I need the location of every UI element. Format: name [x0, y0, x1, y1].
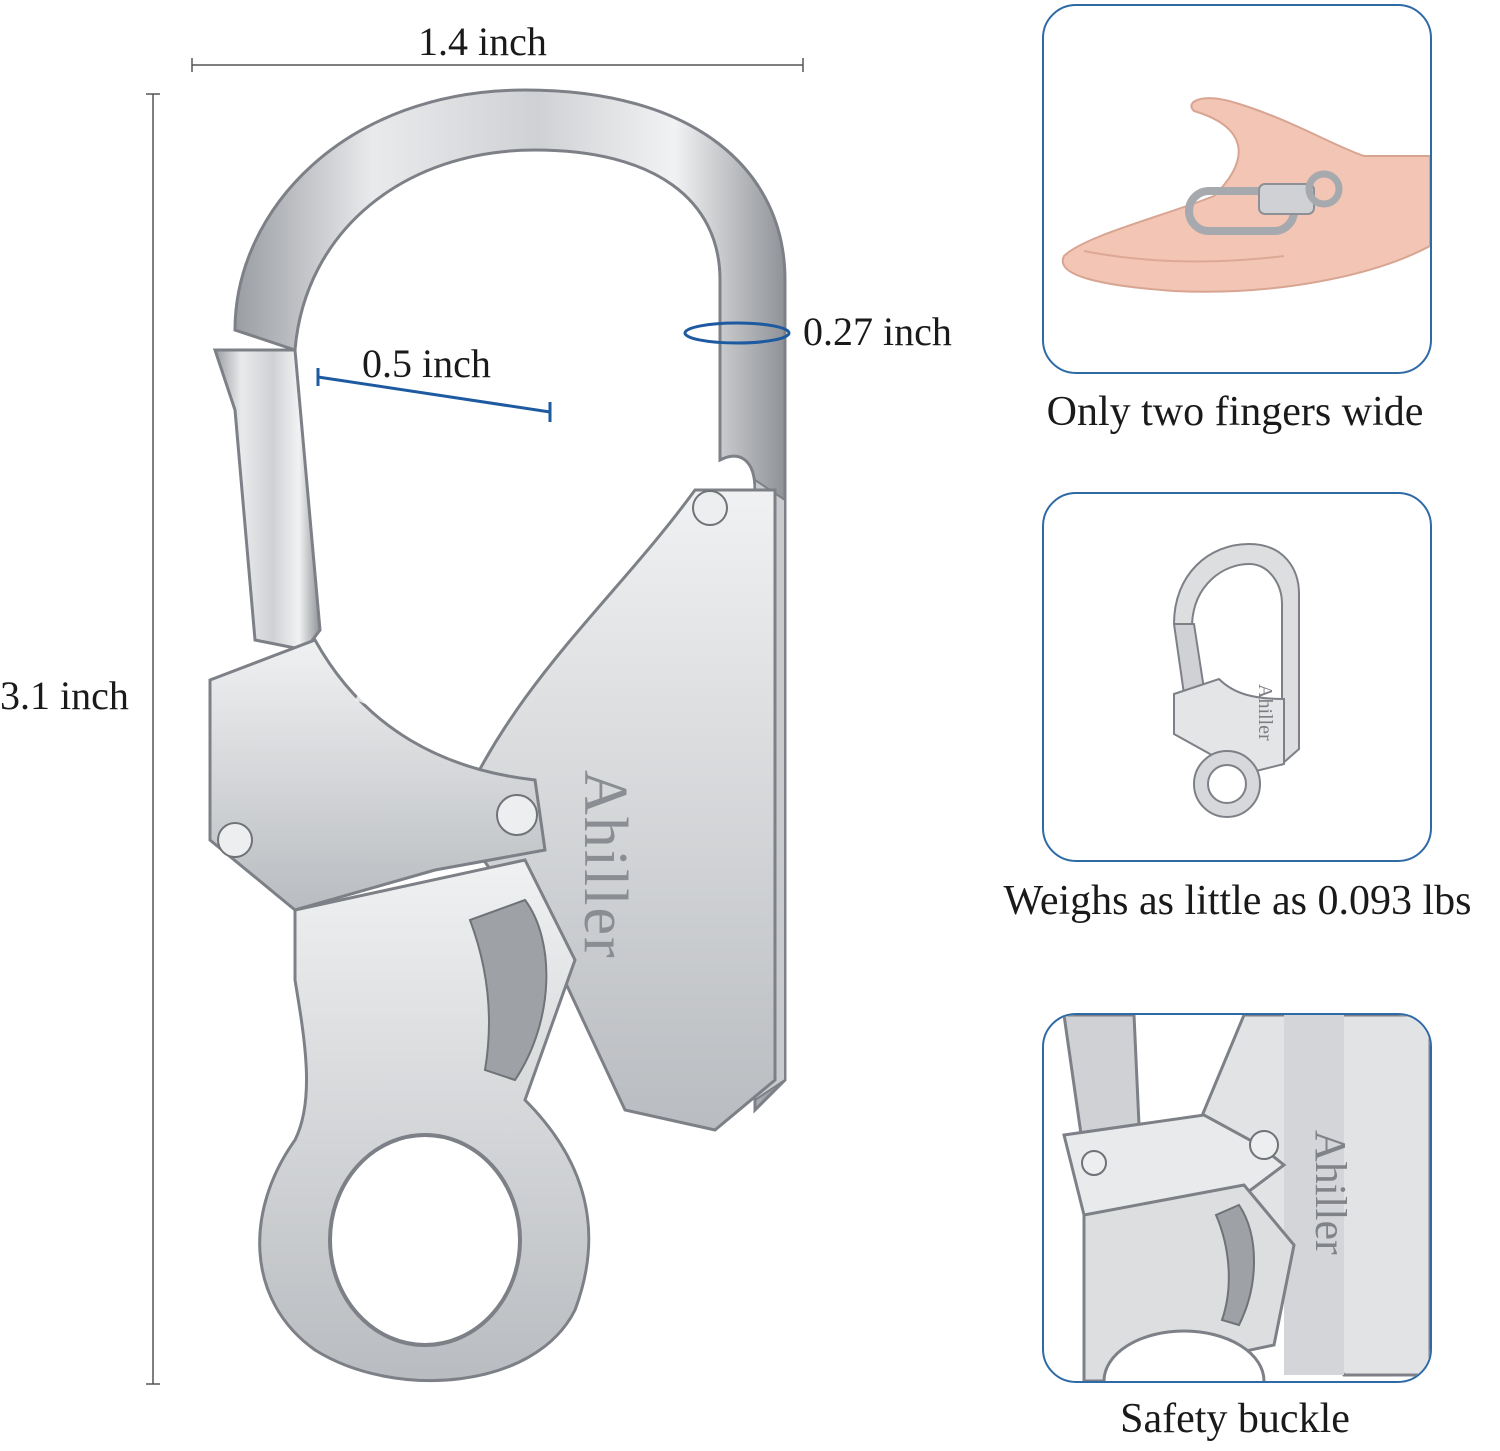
thickness-label: 0.27 inch [803, 309, 952, 354]
width-label: 1.4 inch [418, 19, 547, 64]
caption-two-fingers: Only two fingers wide [1046, 389, 1424, 435]
height-label: 3.1 inch [0, 673, 129, 718]
panel-weight: Ahiller [1042, 492, 1432, 862]
gate-opening-dimension [310, 360, 560, 430]
brand-engraving: Ahiller [571, 770, 639, 960]
caption-safety-buckle: Safety buckle [1120, 1396, 1350, 1442]
height-dimension-line [143, 92, 163, 1387]
small-brand-engraving: Ahiller [1254, 684, 1276, 741]
small-snap-hook-image [1172, 542, 1300, 818]
hand-holding-snap-hook-image [1061, 97, 1430, 293]
panel-safety-buckle: Ahiller [1042, 1013, 1432, 1383]
gate-opening-label: 0.5 inch [362, 341, 491, 386]
closeup-brand-engraving: Ahiller [1306, 1130, 1355, 1255]
thickness-marker [682, 318, 802, 348]
width-dimension-line [191, 58, 804, 72]
snap-hook-image: Ahiller [195, 80, 805, 1420]
panel-hand [1042, 4, 1432, 374]
caption-weight: Weighs as little as 0.093 lbs [1003, 878, 1472, 924]
width-dimension: 1.4 inch [190, 19, 805, 80]
snap-hook-closeup-image [1062, 1015, 1430, 1381]
